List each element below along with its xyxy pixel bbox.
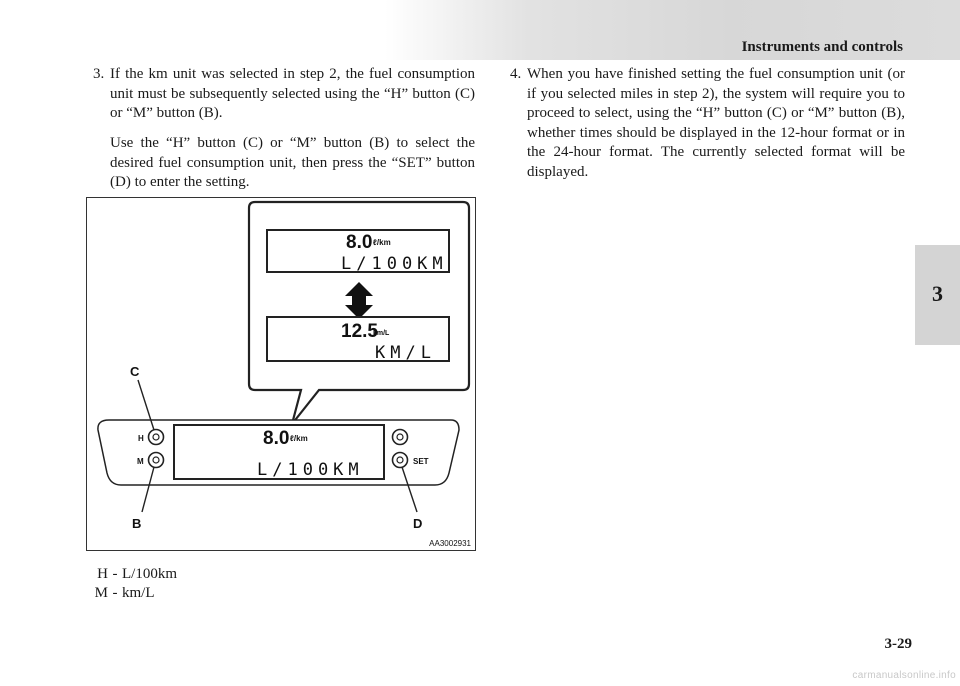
m-button-label: M [137,457,144,466]
figure-display-illustration: 8.0 ℓ/km L/100KM 12.5 km/L KM/L 8.0 ℓ/km… [86,197,476,551]
step-3-text: If the km unit was selected in step 2, t… [110,66,475,121]
legend-key: M [94,585,108,601]
step-4: 4. When you have finished setting the fu… [510,65,905,182]
legend-item-h: H-L/100km [82,565,177,584]
m-button[interactable] [147,451,165,469]
display-top-value: 8.0 [346,232,372,253]
callout-b: B [132,516,141,531]
legend: H-L/100km M-km/L [82,565,177,603]
display-bottom [266,316,450,362]
display-top [266,229,450,273]
h-button-ring-icon [152,433,160,441]
watermark: carmanualsonline.info [852,670,956,681]
set-button-ring-icon [396,456,404,464]
figure-drawing: 8.0 ℓ/km L/100KM 12.5 km/L KM/L 8.0 ℓ/km… [97,200,472,548]
callout-c: C [130,364,140,379]
step-4-number: 4. [510,66,522,82]
step-3: 3. If the km unit was selected in step 2… [93,65,475,124]
display-bottom-unit-small: km/L [373,330,390,337]
leader-line-c [137,379,155,431]
figure-id: AA3002931 [429,539,471,548]
display-top-unit-small: ℓ/km [373,238,391,247]
display-bottom-unit: KM/L [375,343,436,363]
legend-item-m: M-km/L [82,584,177,603]
display-main-value: 8.0 [263,428,289,449]
legend-separator: - [112,585,118,601]
page-number: 3-29 [884,636,913,652]
step-4-text: When you have finished setting the fuel … [527,66,905,180]
display-main [173,424,385,480]
display-top-unit: L/100KM [341,254,448,274]
step-3-number: 3. [93,66,105,82]
h-button[interactable] [147,428,165,446]
legend-value: km/L [122,585,155,601]
display-bottom-value: 12.5 [341,321,378,342]
step-3-detail: Use the “H” button (C) or “M” button (B)… [110,135,475,190]
legend-value: L/100km [122,566,177,582]
leader-line-d [401,466,418,513]
legend-separator: - [112,566,118,582]
upper-right-button-ring-icon [396,433,404,441]
set-button-label: SET [413,457,429,466]
h-button-label: H [138,434,144,443]
upper-right-button[interactable] [391,428,409,446]
legend-key: H [97,566,108,582]
set-button[interactable] [391,451,409,469]
callout-d: D [413,516,422,531]
chapter-number: 3 [932,281,943,306]
toggle-arrow-icon [345,282,373,319]
header-band [385,0,960,60]
leader-line-b [141,466,155,513]
display-main-unit-small: ℓ/km [290,434,308,443]
m-button-ring-icon [152,456,160,464]
display-main-unit: L/100KM [257,460,364,480]
chapter-tab: 3 [915,245,960,345]
running-header: Instruments and controls [741,39,903,55]
